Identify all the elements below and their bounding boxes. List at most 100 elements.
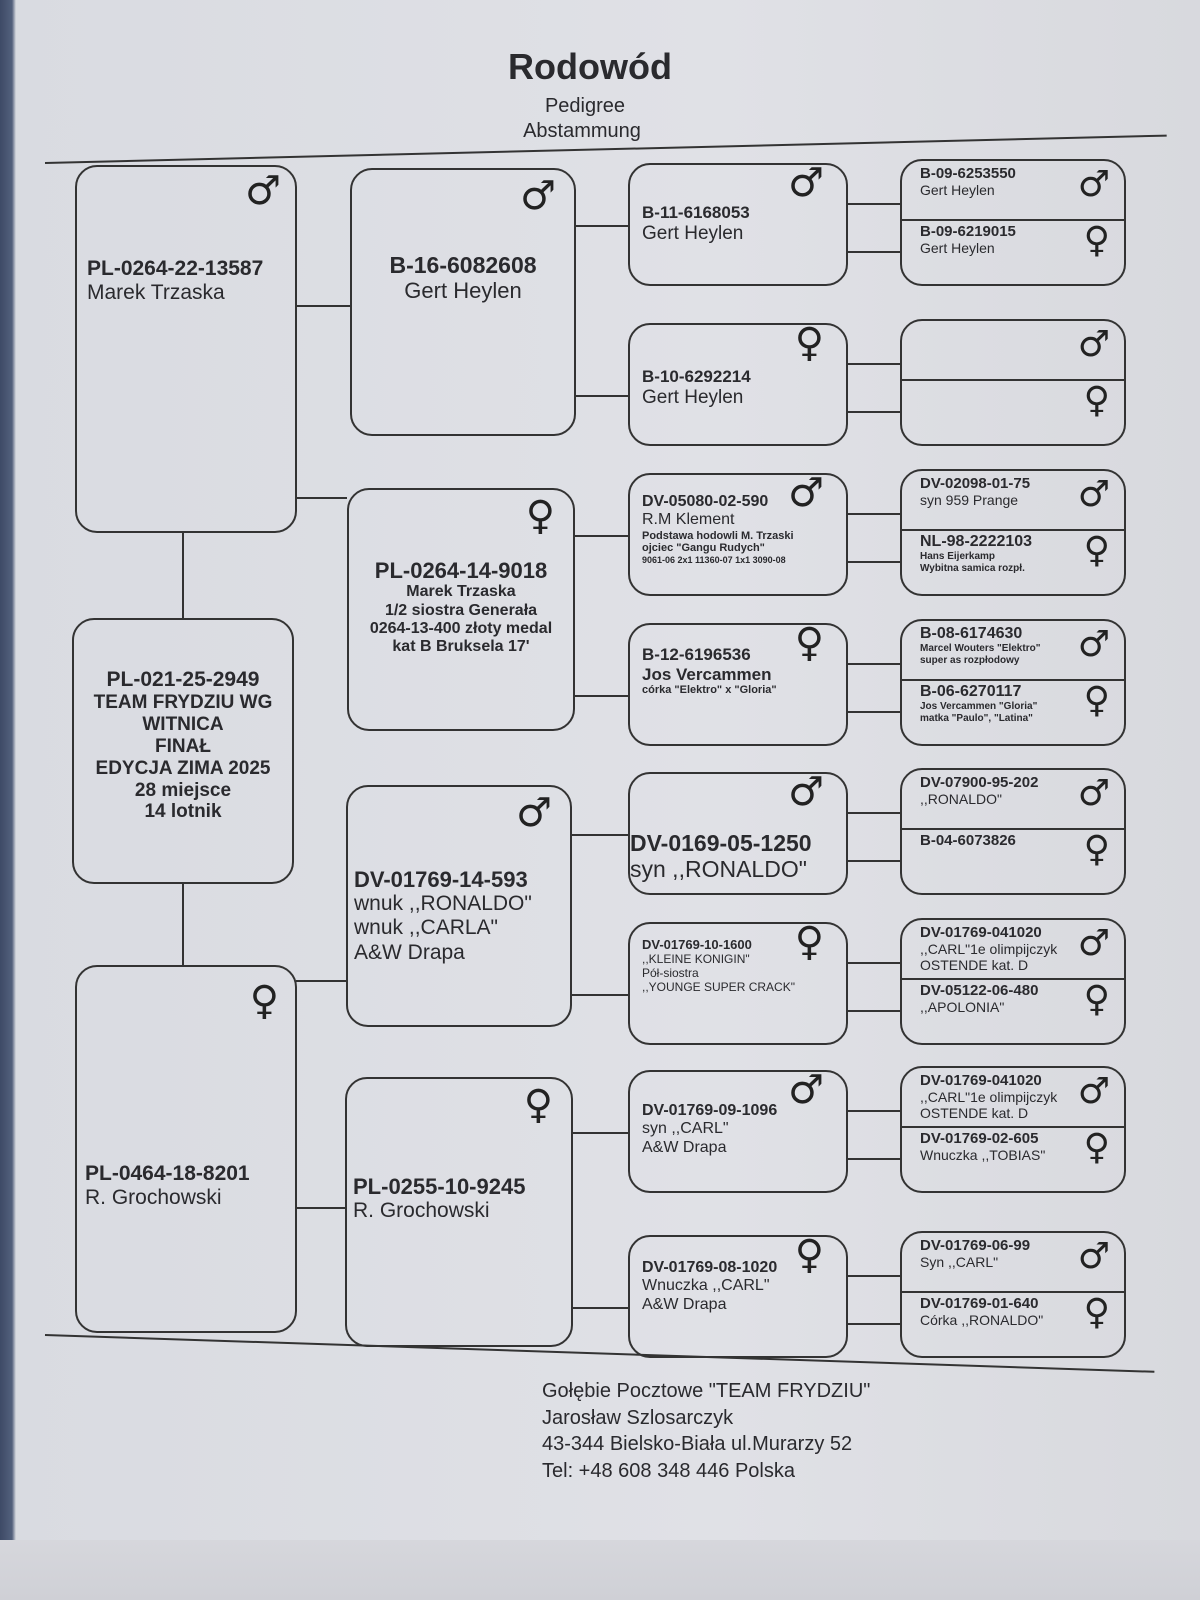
female-symbol-icon: ♀ <box>1083 680 1110 721</box>
ring-number: PL-021-25-2949 <box>106 668 260 691</box>
connector-line <box>848 363 900 365</box>
male-symbol-icon: ♂ <box>1077 923 1110 964</box>
connector-line <box>848 561 900 563</box>
male-symbol-icon: ♂ <box>245 168 281 214</box>
footer-loft-name: Gołębie Pocztowe "TEAM FRYDZIU" <box>542 1380 871 1402</box>
subtitle-german: Abstammung <box>523 120 641 142</box>
pigeon-note: Córka ,,RONALDO" <box>920 1312 1044 1329</box>
subtitle-english: Pedigree <box>544 95 626 117</box>
male-symbol-icon: ♂ <box>516 790 552 836</box>
pigeon-note: A&W Drapa <box>642 1138 727 1156</box>
card-divider <box>902 219 1124 221</box>
pigeon-note: R. Grochowski <box>353 1199 490 1223</box>
ring-number: DV-01769-08-1020 <box>642 1259 778 1276</box>
ring-number: B-04-6073826 <box>920 832 1016 849</box>
pigeon-note: Pół-siostra <box>642 965 699 980</box>
pigeon-note: A&W Drapa <box>642 1295 727 1313</box>
pigeon-note: EDYCJA ZIMA 2025 <box>95 757 271 779</box>
female-symbol-icon: ♀ <box>525 493 555 539</box>
connector-line <box>573 1307 628 1309</box>
ring-number: NL-98-2222103 <box>920 533 1033 550</box>
page-title: Rodowód <box>508 46 672 87</box>
pigeon-note: Gert Heylen <box>920 240 995 257</box>
ring-number: DV-0169-05-1250 <box>630 830 812 856</box>
female-symbol-icon: ♀ <box>1083 1127 1110 1168</box>
pigeon-note: Wybitna samica rozpł. <box>920 562 1025 574</box>
pigeon-note: syn 959 Prange <box>920 492 1019 509</box>
female-symbol-icon: ♀ <box>794 1232 824 1278</box>
female-symbol-icon: ♀ <box>1083 380 1110 421</box>
pigeon-note: ,,RONALDO" <box>920 791 1002 808</box>
pigeon-info: DV-01769-10-1600,,KLEINE KONIGIN"Pół-sio… <box>642 937 795 994</box>
pigeon-note: 28 miejsce <box>134 779 232 801</box>
connector-line <box>848 962 900 964</box>
pigeon-note: 1/2 siostra Generała <box>384 601 538 619</box>
connector-line <box>297 305 350 307</box>
connector-line <box>848 411 900 413</box>
pigeon-note: super as rozpłodowy <box>920 654 1020 666</box>
ring-number: DV-02098-01-75 <box>920 475 1031 492</box>
pigeon-note: wnuk ,,CARLA" <box>354 916 499 940</box>
ring-number: DV-01769-06-99 <box>920 1237 1031 1254</box>
female-symbol-icon: ♀ <box>794 620 824 666</box>
pigeon-note: Gert Heylen <box>642 222 744 244</box>
ring-number: B-16-6082608 <box>389 252 537 278</box>
connector-line <box>848 860 900 862</box>
pigeon-note: Gert Heylen <box>404 278 522 304</box>
pigeon-note: syn ,,CARL" <box>642 1120 729 1138</box>
pigeon-note: Marek Trzaska <box>87 281 225 305</box>
ring-number: DV-05122-06-480 <box>920 982 1039 999</box>
pigeon-note: OSTENDE kat. D <box>920 957 1029 974</box>
ring-number: B-09-6219015 <box>920 223 1016 240</box>
female-symbol-icon: ♀ <box>523 1082 553 1128</box>
male-symbol-icon: ♂ <box>788 160 824 206</box>
male-symbol-icon: ♂ <box>1077 164 1110 205</box>
ring-number: DV-07900-95-202 <box>920 774 1039 791</box>
pigeon-note: ,,APOLONIA" <box>920 999 1005 1016</box>
pigeon-note: ,,CARL"1e olimpijczyk <box>920 1089 1058 1106</box>
connector-line <box>848 1110 900 1112</box>
pigeon-note: Wnuczka ,,CARL" <box>642 1277 770 1295</box>
ring-number: DV-05080-02-590 <box>642 493 769 510</box>
paper-bottom <box>0 1540 1200 1600</box>
pigeon-note: Podstawa hodowli M. Trzaski <box>642 529 794 542</box>
connector-line <box>182 884 184 965</box>
connector-line <box>182 533 184 618</box>
male-symbol-icon: ♂ <box>788 1067 824 1113</box>
ring-number: DV-01769-14-593 <box>354 867 528 892</box>
connector-line <box>848 663 900 665</box>
connector-line <box>575 535 628 537</box>
great-grandparent-card: DV-01769-10-1600,,KLEINE KONIGIN"Pół-sio… <box>628 922 848 1045</box>
male-symbol-icon: ♂ <box>1077 773 1110 814</box>
ring-number: B-06-6270117 <box>920 683 1022 700</box>
pigeon-note: 9061-06 2x1 11360-07 1x1 3090-08 <box>642 555 786 566</box>
pigeon-note: Wnuczka ,,TOBIAS" <box>920 1147 1046 1164</box>
connector-line <box>296 1207 345 1209</box>
male-symbol-icon: ♂ <box>1077 324 1110 365</box>
connector-line <box>297 497 347 499</box>
pigeon-info: DV-07900-95-202,,RONALDO" <box>920 774 1038 807</box>
ring-number: B-08-6174630 <box>920 625 1023 642</box>
